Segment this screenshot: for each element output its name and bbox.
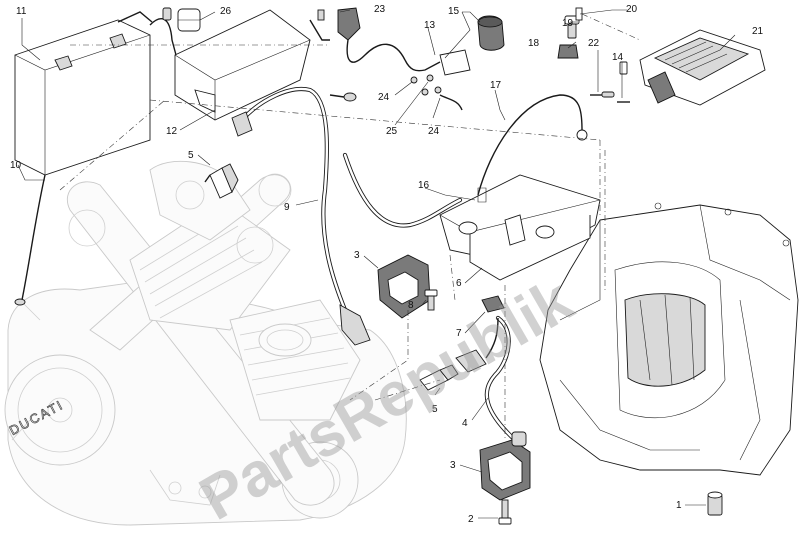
callout-10: 10 [10, 160, 22, 171]
ht-cable-9 [231, 86, 371, 346]
bracket-link [309, 19, 330, 41]
callout-15: 15 [448, 6, 460, 17]
callout-1: 1 [676, 500, 682, 511]
callout-6: 6 [456, 278, 462, 289]
callout-7: 7 [456, 328, 462, 339]
callout-4: 4 [462, 418, 468, 429]
spark-plug-lower [419, 364, 459, 391]
battery-positive-lead [149, 18, 181, 71]
ecu-21 [639, 29, 766, 106]
ground-lead-17 [477, 94, 583, 196]
spacer-1 [707, 491, 723, 516]
nut-14 [617, 61, 630, 103]
callout-18: 18 [528, 38, 540, 49]
callout-3-lower: 3 [450, 460, 456, 471]
callout-20: 20 [626, 4, 638, 15]
grommet-18 [557, 44, 579, 59]
callout-19: 19 [562, 18, 574, 29]
ignition-coil-upper [377, 254, 431, 319]
ht-cable-4 [455, 315, 518, 443]
callout-5-upper: 5 [188, 150, 194, 161]
callout-22: 22 [588, 38, 600, 49]
ignition-coil-lower [479, 431, 531, 501]
battery-tray [174, 9, 311, 121]
callout-12: 12 [166, 126, 178, 137]
battery [14, 11, 153, 176]
airbox [539, 202, 799, 476]
spark-plug-upper [204, 163, 239, 199]
battery-bolt [162, 7, 172, 21]
terminals-24-25 [329, 59, 463, 111]
relay-cover [177, 8, 201, 32]
leader-lines [17, 9, 736, 519]
plug-cap-23 [337, 7, 361, 41]
callout-2: 2 [468, 514, 474, 525]
grommet-7 [481, 295, 505, 313]
callout-3-upper: 3 [354, 250, 360, 261]
callout-9: 9 [284, 202, 290, 213]
relay-15 [439, 15, 505, 76]
callout-25: 25 [386, 126, 398, 137]
bolt-8 [424, 289, 438, 311]
coil-bracket-16 [439, 174, 601, 281]
battery-cable [21, 174, 46, 301]
ground-ring [576, 129, 588, 141]
battery-cable-terminal [14, 298, 26, 306]
callout-8: 8 [408, 300, 414, 311]
callout-21: 21 [752, 26, 764, 37]
callout-13: 13 [424, 20, 436, 31]
callout-11: 11 [16, 6, 27, 17]
hv-lead-23 [346, 39, 406, 63]
callout-5-lower: 5 [432, 404, 438, 415]
callout-24-left: 24 [378, 92, 390, 103]
callout-labels: 11 26 12 23 13 15 19 20 21 18 22 14 24 2… [10, 4, 764, 525]
reference-lines [59, 44, 606, 440]
callout-16: 16 [418, 180, 430, 191]
callout-17: 17 [490, 80, 502, 91]
screw-22 [590, 91, 615, 98]
small-bolt [317, 9, 325, 21]
callout-26: 26 [220, 6, 232, 17]
callout-24-right: 24 [428, 126, 440, 137]
callout-14: 14 [612, 52, 624, 63]
bolt-2 [498, 499, 512, 525]
callout-23: 23 [374, 4, 386, 15]
